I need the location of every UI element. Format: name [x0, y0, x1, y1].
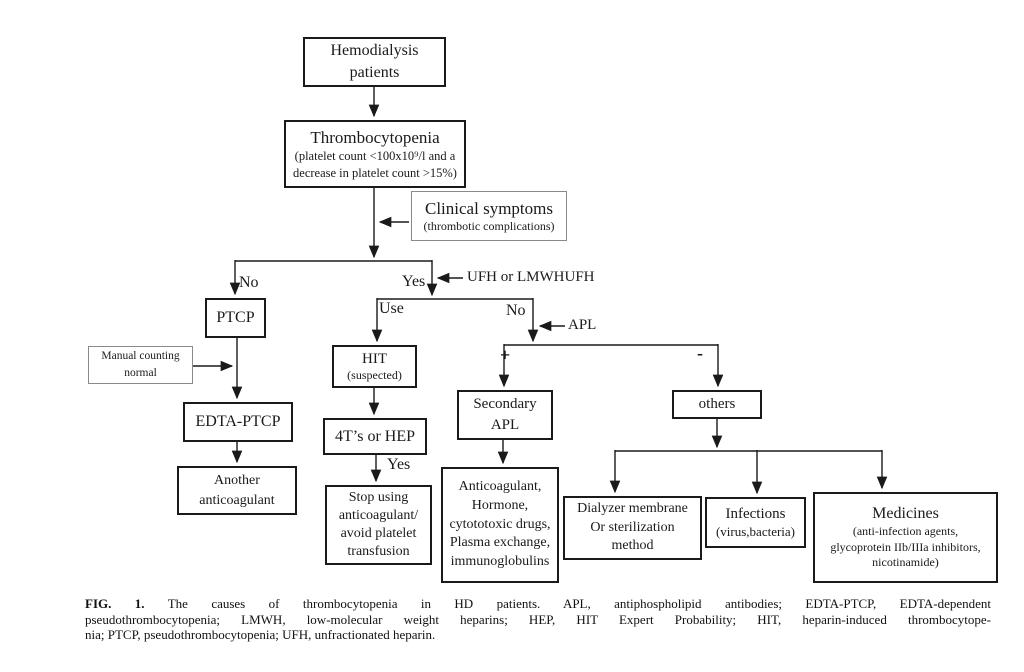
- node-ptcp: PTCP: [205, 298, 266, 338]
- edge-label-no-apl: No: [506, 302, 526, 319]
- caption-line-2: pseudothrombocytopenia; LMWH, low-molecu…: [85, 611, 991, 627]
- node-hit-sub: (suspected): [347, 368, 402, 383]
- node-thrombocytopenia: Thrombocytopenia (platelet count <100x10…: [284, 120, 466, 188]
- node-clinical-symptoms-title: Clinical symptoms: [425, 198, 553, 218]
- node-4ts-or-hep: 4T’s or HEP: [323, 418, 427, 455]
- caption-line-1-text: The causes of thrombocytopenia in HD pat…: [167, 596, 991, 611]
- node-thrombocytopenia-title: Thrombocytopenia: [310, 128, 440, 148]
- node-manual-counting-normal: Manual counting normal: [88, 346, 193, 384]
- figure-caption: FIG. 1. The causes of thrombocytopenia i…: [85, 596, 991, 643]
- caption-figure-label: FIG. 1.: [85, 596, 145, 611]
- edge-label-apl: APL: [568, 317, 597, 333]
- node-dialyzer-membrane: Dialyzer membrane Or sterilization metho…: [563, 496, 702, 560]
- node-hit-suspected: HIT (suspected): [332, 345, 417, 388]
- caption-line-1: FIG. 1. The causes of thrombocytopenia i…: [85, 596, 991, 612]
- node-clinical-symptoms: Clinical symptoms (thrombotic complicati…: [411, 191, 567, 241]
- node-clinical-symptoms-sub: (thrombotic complications): [423, 219, 555, 234]
- edge-label-ufh-lmwhufh: UFH or LMWHUFH: [467, 269, 595, 285]
- node-infections-title: Infections: [725, 506, 786, 522]
- edge-label-apl-positive: +: [500, 345, 511, 365]
- caption-line-3: nia; PTCP, pseudothrombocytopenia; UFH, …: [85, 627, 436, 642]
- node-secondary-apl: Secondary APL: [457, 390, 553, 440]
- node-medicines-title: Medicines: [872, 505, 939, 523]
- node-edta-ptcp: EDTA-PTCP: [183, 402, 293, 442]
- node-infections: Infections (virus,bacteria): [705, 497, 806, 548]
- node-hit-title: HIT: [362, 350, 387, 367]
- node-infections-sub: (virus,bacteria): [715, 523, 796, 539]
- node-hemodialysis-patients: Hemodialysis patients: [303, 37, 446, 87]
- node-medicines: Medicines (anti-infection agents, glycop…: [813, 492, 998, 583]
- node-thrombocytopenia-criteria: (platelet count <100x10⁹/l and a decreas…: [293, 149, 457, 180]
- edge-label-no-ptcp: No: [239, 274, 259, 291]
- edge-label-yes-4ts: Yes: [387, 456, 411, 473]
- node-medicines-sub: (anti-infection agents, glycoprotein IIb…: [830, 524, 981, 570]
- node-another-anticoagulant: Another anticoagulant: [177, 466, 297, 515]
- node-others: others: [672, 390, 762, 419]
- node-apl-treatment: Anticoagulant, Hormone, cytototoxic drug…: [441, 467, 559, 583]
- edge-label-use: Use: [379, 300, 404, 317]
- node-stop-anticoagulant: Stop using anticoagulant/ avoid platelet…: [325, 485, 432, 565]
- edge-label-yes-main: Yes: [402, 273, 426, 290]
- edge-label-apl-negative: -: [697, 343, 703, 363]
